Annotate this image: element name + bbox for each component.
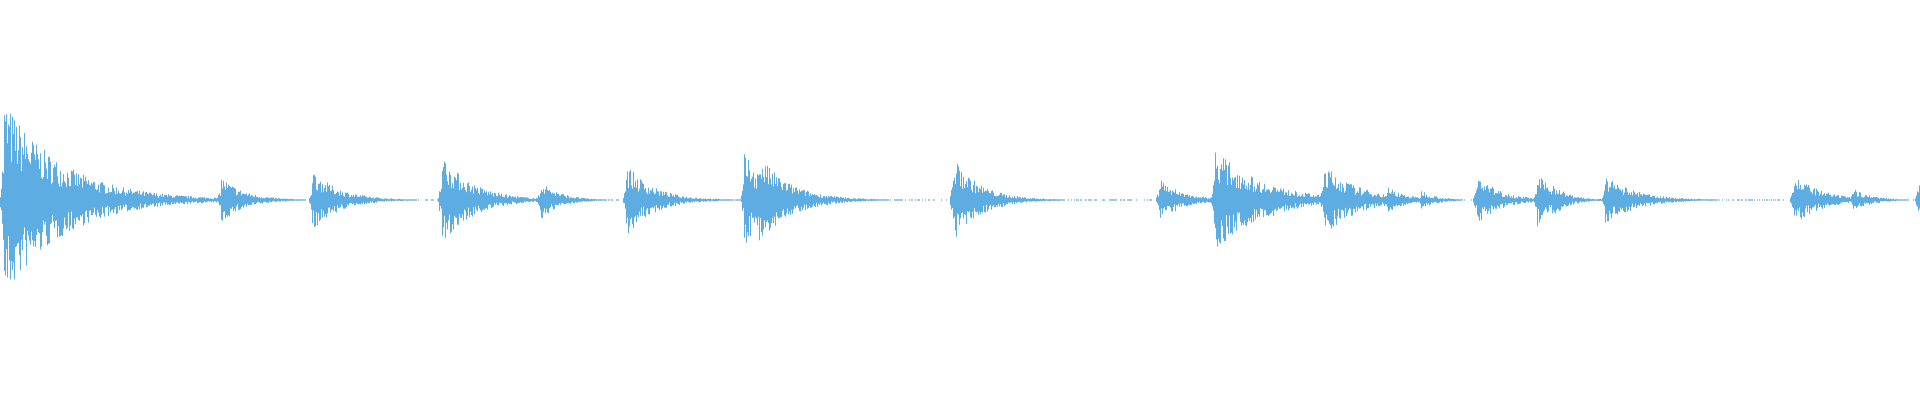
waveform-samples <box>0 113 1920 280</box>
waveform-trace <box>0 113 1920 280</box>
